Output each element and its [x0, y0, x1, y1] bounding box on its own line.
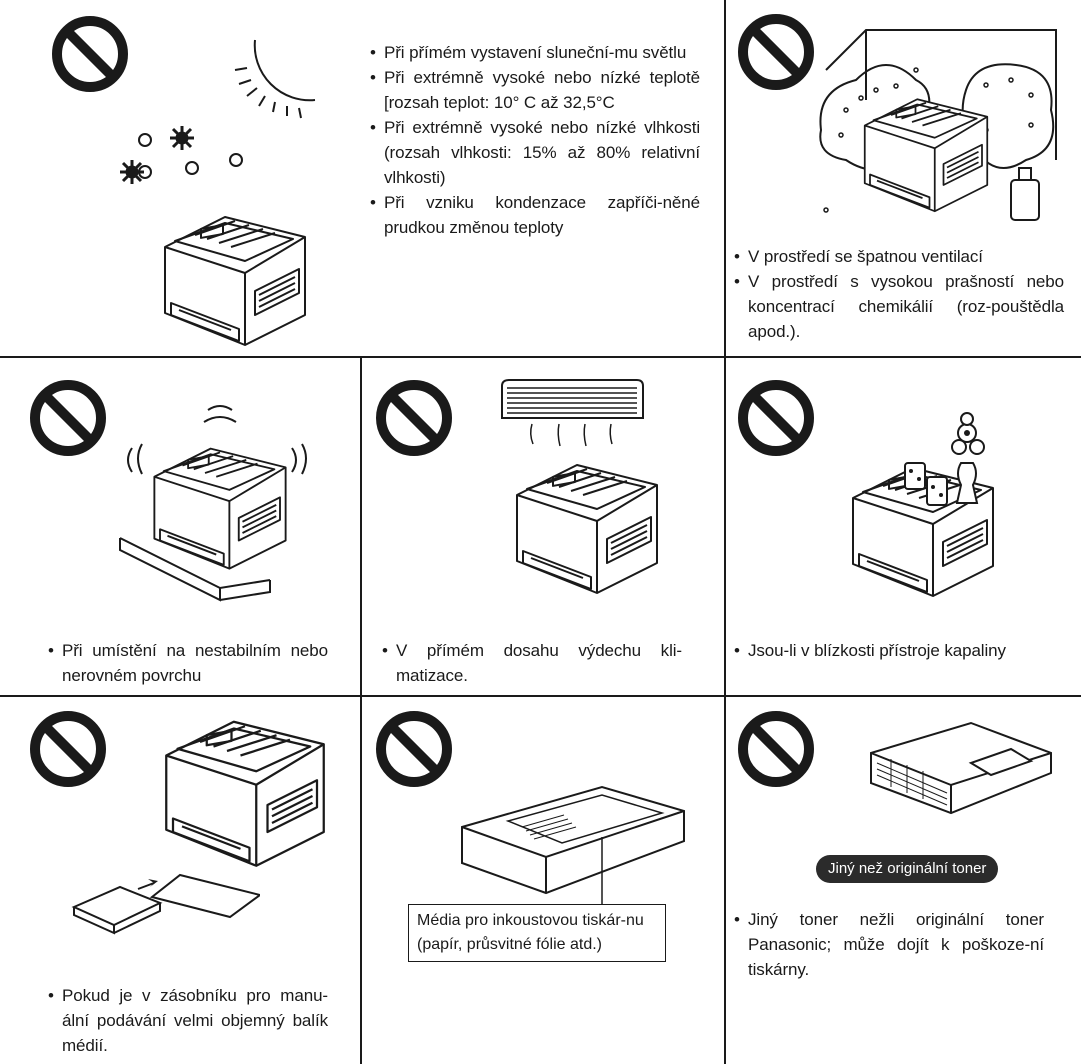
list-item: •V přímém dosahu výdechu kli-matizace.: [382, 641, 682, 685]
prohibited-icon: [736, 378, 816, 458]
divider-row2: [0, 695, 1081, 697]
prohibited-icon: [736, 709, 816, 789]
list-item: •Při vzniku kondenzace zapříči-něné prud…: [370, 193, 700, 237]
printer-icon: [153, 447, 287, 570]
inkjet-media-caption: Média pro inkoustovou tiskár-nu (papír, …: [408, 904, 666, 962]
list-item: •Při přímém vystavení sluneční-mu světlu: [370, 43, 687, 62]
prohibited-icon: [28, 709, 108, 789]
printer-icon: [164, 216, 306, 346]
weather-particles-icon: [120, 126, 243, 184]
list-item: •Při umístění na nestabilním nebo nerovn…: [48, 641, 328, 685]
list-item: •Při extrémně vysoké nebo nízké vlhkosti…: [370, 118, 700, 187]
cell-liquids: •Jsou-li v blízkosti přístroje kapaliny: [726, 358, 1081, 695]
list-item: •Jiný toner nežli originální toner Panas…: [734, 910, 1044, 979]
list-item: •Při extrémně vysoké nebo nízké teplotě …: [370, 68, 700, 112]
prohibited-icon: [374, 709, 454, 789]
aircon-conditions-list: •V přímém dosahu výdechu kli-matizace.: [382, 638, 682, 688]
cell-manual-tray: •Pokud je v zásobníku pro manu-ální podá…: [0, 697, 360, 1064]
printer-icon: [516, 464, 658, 594]
liquids-conditions-list: •Jsou-li v blízkosti přístroje kapaliny: [734, 638, 1064, 663]
divider-col2: [724, 358, 726, 1064]
cell-air-conditioning: •V přímém dosahu výdechu kli-matizace.: [362, 358, 724, 695]
list-item: •Pokud je v zásobníku pro manu-ální podá…: [48, 986, 328, 1055]
prohibited-icon: [28, 378, 108, 458]
divider-col1: [360, 358, 362, 1064]
vase-icon: [904, 412, 985, 506]
divider-top-vertical: [724, 0, 726, 358]
list-item: •V prostředí s vysokou prašností nebo ko…: [734, 272, 1064, 341]
divider-row1: [0, 356, 1081, 358]
cell-ventilation: •V prostředí se špatnou ventilací •V pro…: [726, 0, 1081, 356]
manual-tray-conditions-list: •Pokud je v zásobníku pro manu-ální podá…: [48, 983, 328, 1058]
prohibited-icon: [50, 14, 130, 94]
cell-toner: Jiný než originální toner •Jiný toner ne…: [726, 697, 1081, 1064]
prohibited-icon: [374, 378, 454, 458]
sunlight-conditions-list: •Při přímém vystavení sluneční-mu světlu…: [370, 40, 700, 240]
toner-conditions-list: •Jiný toner nežli originální toner Panas…: [734, 907, 1044, 982]
sun-icon: [234, 39, 316, 119]
unstable-shelf-icon: [119, 537, 271, 602]
paper-stack-icon: [71, 873, 260, 935]
shaking-lines-icon: [127, 405, 307, 475]
printer-icon: [165, 720, 325, 867]
prohibited-icon: [736, 12, 816, 92]
cell-sunlight: •Při přímém vystavení sluneční-mu světlu…: [0, 0, 724, 356]
cell-unstable-surface: •Při umístění na nestabilním nebo nerovn…: [0, 358, 360, 695]
cell-inkjet-media: Média pro inkoustovou tiskár-nu (papír, …: [362, 697, 724, 1064]
ventilation-conditions-list: •V prostředí se špatnou ventilací •V pro…: [734, 244, 1064, 344]
toner-cartridge-icon: [870, 721, 1052, 815]
list-item: •V prostředí se špatnou ventilací: [734, 247, 983, 266]
non-original-toner-label: Jiný než originální toner: [816, 855, 999, 883]
air-conditioner-icon: [501, 379, 644, 447]
unstable-conditions-list: •Při umístění na nestabilním nebo nerovn…: [48, 638, 328, 688]
paper-tray-icon: [461, 785, 685, 905]
printer-icon: [863, 98, 989, 213]
list-item: •Jsou-li v blízkosti přístroje kapaliny: [734, 641, 1006, 660]
